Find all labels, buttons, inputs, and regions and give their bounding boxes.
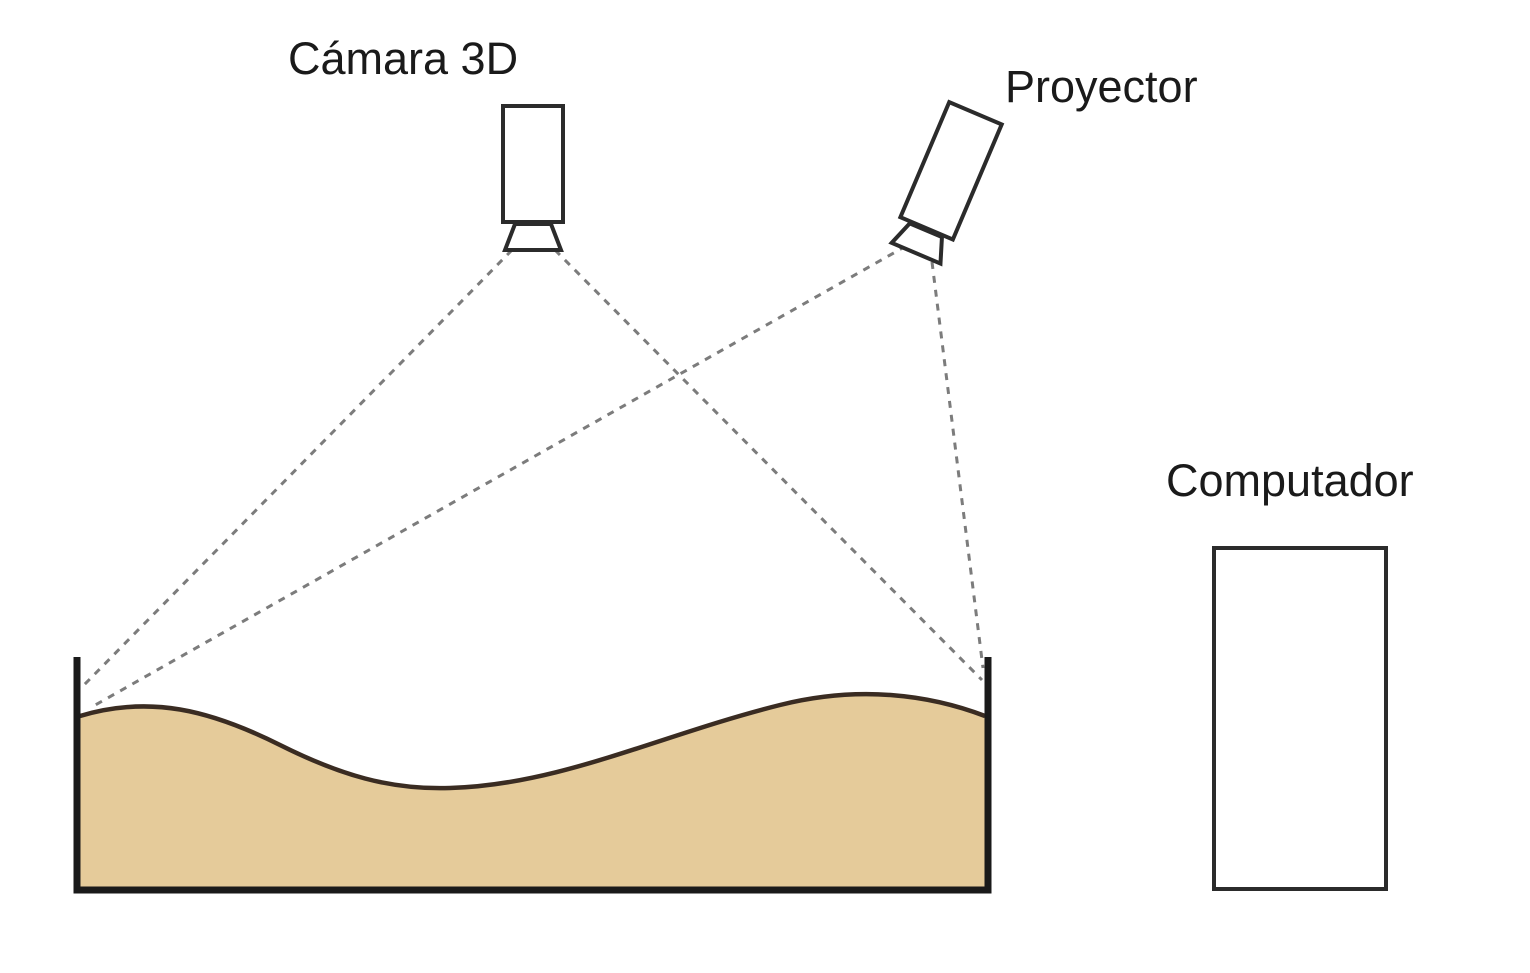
camera-body bbox=[501, 104, 565, 224]
sandbox-container bbox=[73, 657, 992, 894]
projector-beam-left bbox=[89, 244, 907, 710]
camera-lens bbox=[502, 222, 564, 252]
camera-label: Cámara 3D bbox=[288, 33, 519, 84]
sand-surface bbox=[80, 694, 985, 888]
camera-beam-left bbox=[82, 248, 514, 687]
computer-label: Computador bbox=[1166, 455, 1414, 506]
projector-icon bbox=[888, 99, 1005, 267]
sand-surface-edge bbox=[79, 691, 986, 791]
projector-label: Proyector bbox=[1005, 61, 1198, 112]
projector-lens bbox=[888, 220, 945, 267]
computer-tower-icon bbox=[1212, 546, 1388, 891]
projector-body bbox=[897, 99, 1005, 243]
camera-beam-right bbox=[553, 248, 984, 682]
projector-beam-right bbox=[930, 261, 985, 669]
camera-icon bbox=[501, 104, 565, 252]
